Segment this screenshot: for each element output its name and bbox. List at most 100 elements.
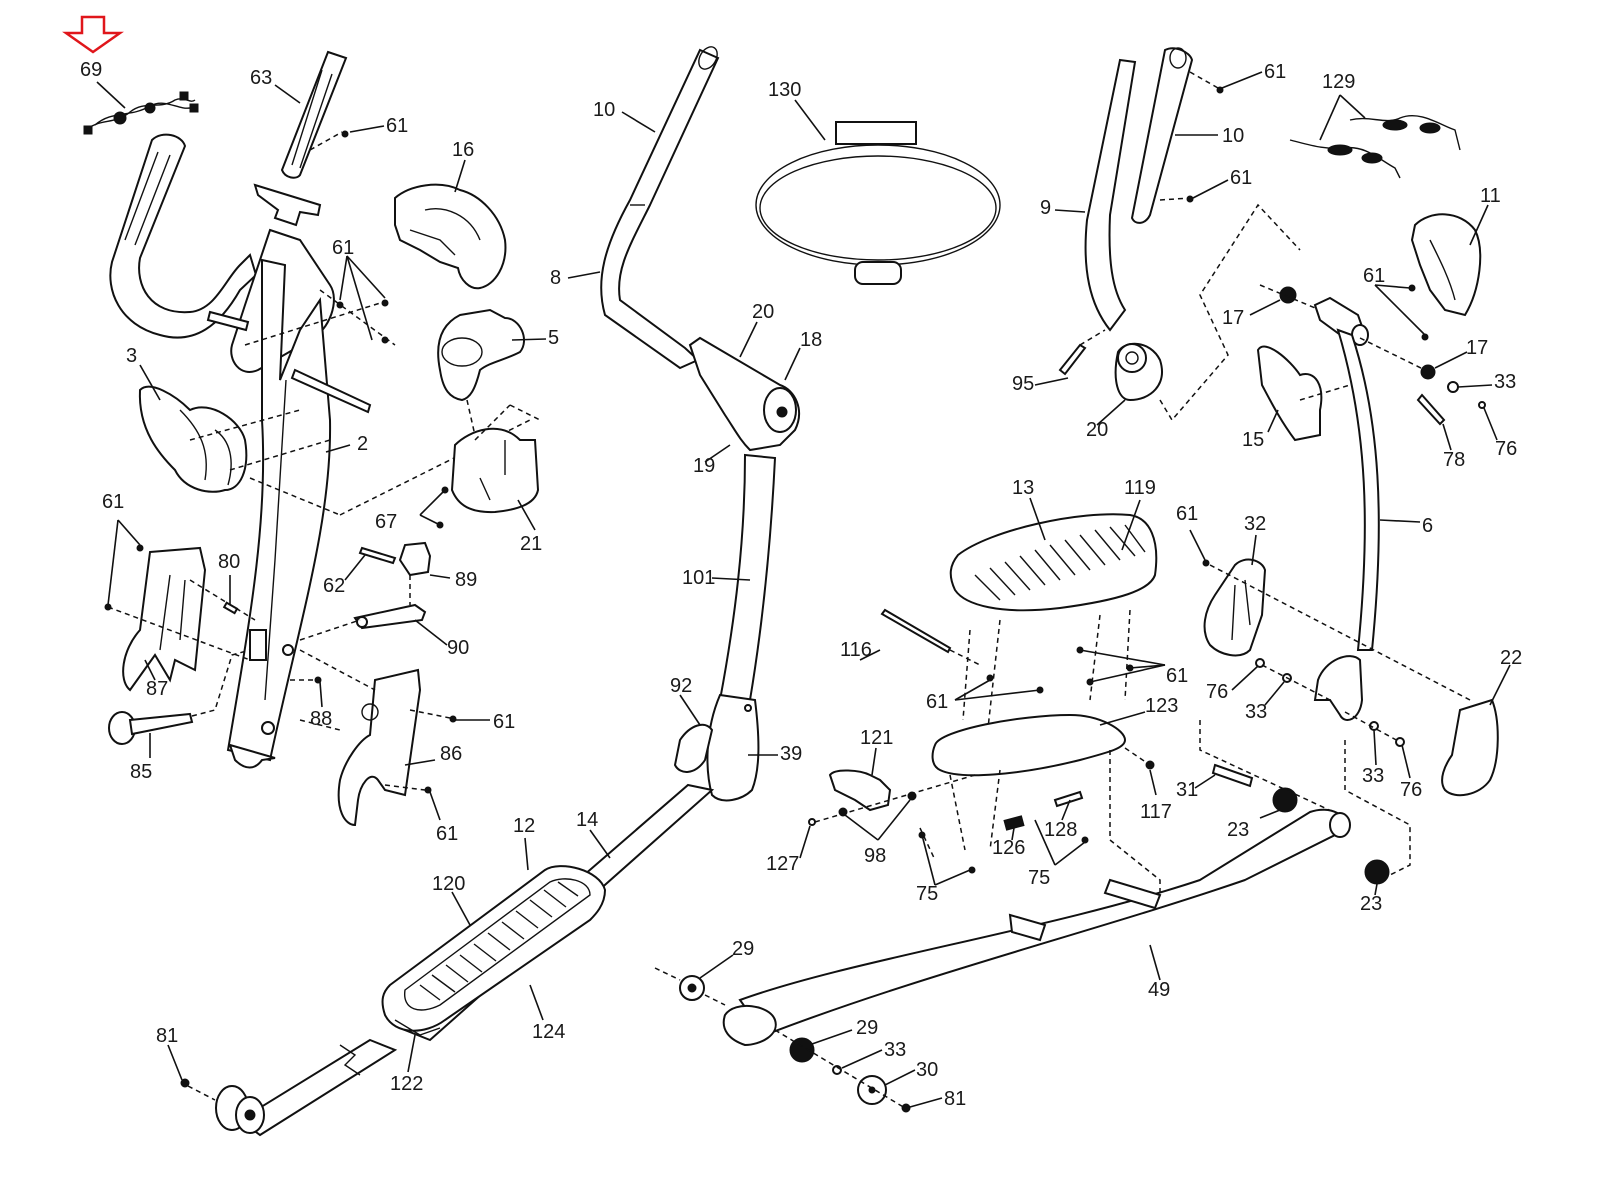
label-33[interactable]: 33 — [1245, 701, 1267, 723]
label-61[interactable]: 61 — [926, 691, 948, 713]
label-81[interactable]: 81 — [944, 1088, 966, 1110]
label-61[interactable]: 61 — [436, 823, 458, 845]
part-49-base-frame[interactable] — [722, 808, 1351, 1047]
label-10[interactable]: 10 — [1222, 125, 1244, 147]
label-122[interactable]: 122 — [390, 1073, 423, 1095]
part-23-roller[interactable] — [1272, 787, 1298, 813]
label-129[interactable]: 129 — [1322, 71, 1355, 93]
label-69[interactable]: 69 — [80, 59, 102, 81]
part-39-pivot-cover[interactable] — [706, 693, 760, 802]
label-61[interactable]: 61 — [332, 237, 354, 259]
part-89-clamp[interactable] — [398, 541, 432, 577]
label-75[interactable]: 75 — [1028, 867, 1050, 889]
label-130[interactable]: 130 — [768, 79, 801, 101]
part-5-cup-holder-top[interactable] — [437, 308, 525, 402]
part-17-nut[interactable] — [1279, 286, 1297, 304]
part-6-rear-upright[interactable] — [1313, 328, 1380, 721]
part-22-end-cap[interactable] — [1441, 698, 1499, 797]
label-14[interactable]: 14 — [576, 809, 598, 831]
label-128[interactable]: 128 — [1044, 819, 1077, 841]
label-2[interactable]: 2 — [357, 433, 368, 455]
label-61[interactable]: 61 — [102, 491, 124, 513]
part-85-adjustment-knob[interactable] — [108, 711, 194, 745]
label-29[interactable]: 29 — [732, 938, 754, 960]
label-16[interactable]: 16 — [452, 139, 474, 161]
label-31[interactable]: 31 — [1176, 779, 1198, 801]
label-33[interactable]: 33 — [1362, 765, 1384, 787]
part-116-axle[interactable] — [880, 608, 952, 654]
part-21-holder-basket[interactable] — [450, 427, 540, 514]
part-126-spring[interactable] — [1003, 815, 1025, 831]
part-90-link[interactable] — [353, 603, 427, 630]
part-123-base-plate[interactable] — [931, 713, 1127, 777]
label-116[interactable]: 116 — [840, 639, 872, 661]
part-31-pin[interactable] — [1211, 763, 1254, 788]
label-23[interactable]: 23 — [1227, 819, 1249, 841]
part-13-step-platform[interactable] — [949, 513, 1158, 612]
part-130-chest-strap[interactable] — [755, 121, 1001, 285]
label-119[interactable]: 119 — [1124, 477, 1156, 499]
label-18[interactable]: 18 — [800, 329, 822, 351]
label-75[interactable]: 75 — [916, 883, 938, 905]
part-12-pedal[interactable] — [381, 865, 607, 1032]
label-121[interactable]: 121 — [860, 727, 893, 749]
label-10[interactable]: 10 — [593, 99, 615, 121]
label-90[interactable]: 90 — [447, 637, 469, 659]
label-9[interactable]: 9 — [1040, 197, 1051, 219]
label-76[interactable]: 76 — [1400, 779, 1422, 801]
label-5[interactable]: 5 — [548, 327, 559, 349]
label-92[interactable]: 92 — [670, 675, 692, 697]
label-21[interactable]: 21 — [520, 533, 542, 555]
label-8[interactable]: 8 — [550, 267, 561, 289]
label-98[interactable]: 98 — [864, 845, 886, 867]
label-20[interactable]: 20 — [752, 301, 774, 323]
label-61[interactable]: 61 — [1230, 167, 1252, 189]
label-76[interactable]: 76 — [1495, 438, 1517, 460]
label-76[interactable]: 76 — [1206, 681, 1228, 703]
label-124[interactable]: 124 — [532, 1021, 565, 1043]
part-10-grip-right[interactable] — [1130, 47, 1194, 224]
part-92-bushing[interactable] — [673, 723, 714, 773]
part-8-upper-arm[interactable] — [600, 44, 721, 370]
part-23-roller-2[interactable] — [1364, 859, 1390, 885]
label-17[interactable]: 17 — [1466, 337, 1488, 359]
label-3[interactable]: 3 — [126, 345, 137, 367]
part-32-bracket[interactable] — [1203, 558, 1267, 657]
label-88[interactable]: 88 — [310, 708, 332, 730]
label-13[interactable]: 13 — [1012, 477, 1034, 499]
part-29-bushing-2[interactable] — [789, 1037, 815, 1063]
label-11[interactable]: 11 — [1480, 185, 1501, 207]
part-16-bracket[interactable] — [394, 183, 507, 290]
part-95-bolt[interactable] — [1058, 343, 1087, 376]
end-cap-wheel[interactable] — [215, 1085, 265, 1134]
label-61[interactable]: 61 — [493, 711, 515, 733]
part-18-pivot-joint[interactable] — [688, 336, 800, 452]
label-61[interactable]: 61 — [1166, 665, 1188, 687]
part-78-bolt[interactable] — [1416, 393, 1446, 426]
part-87-cover-bracket[interactable] — [122, 546, 207, 692]
label-17[interactable]: 17 — [1222, 307, 1244, 329]
label-30[interactable]: 30 — [916, 1059, 938, 1081]
label-117[interactable]: 117 — [1140, 801, 1172, 823]
label-85[interactable]: 85 — [130, 761, 152, 783]
label-89[interactable]: 89 — [455, 569, 477, 591]
label-62[interactable]: 62 — [323, 575, 345, 597]
label-86[interactable]: 86 — [440, 743, 462, 765]
part-63-grip[interactable] — [280, 50, 348, 179]
part-121-clip[interactable] — [828, 769, 892, 812]
label-20[interactable]: 20 — [1086, 419, 1108, 441]
part-122-pad[interactable] — [394, 1019, 441, 1036]
label-126[interactable]: 126 — [992, 837, 1025, 859]
part-2-upright[interactable] — [226, 183, 335, 769]
label-29[interactable]: 29 — [856, 1017, 878, 1039]
part-86-lower-cover[interactable] — [337, 668, 422, 827]
label-19[interactable]: 19 — [693, 455, 715, 477]
part-101-lower-arm[interactable] — [718, 453, 777, 701]
label-81[interactable]: 81 — [156, 1025, 178, 1047]
label-87[interactable]: 87 — [146, 678, 168, 700]
part-128-pin[interactable] — [1053, 790, 1084, 808]
part-129-wire-harness[interactable] — [1289, 115, 1461, 179]
label-127[interactable]: 127 — [766, 853, 799, 875]
part-62-bolt[interactable] — [358, 546, 397, 565]
label-15[interactable]: 15 — [1242, 429, 1264, 451]
